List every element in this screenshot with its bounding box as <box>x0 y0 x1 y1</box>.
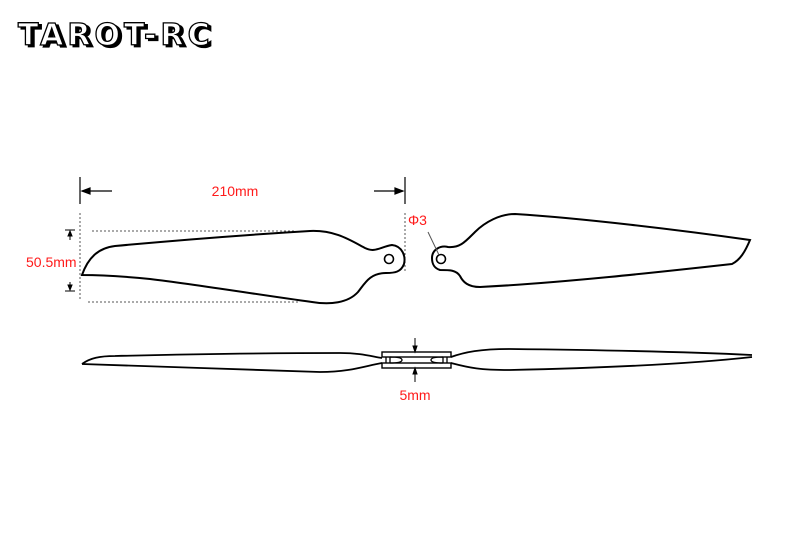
width-label: 50.5mm <box>26 254 77 270</box>
thickness-label: 5mm <box>399 387 430 403</box>
hole-diameter-label: Φ3 <box>408 212 427 228</box>
thickness-dimension <box>412 338 418 382</box>
right-blade-top-view <box>430 212 752 289</box>
hole-leader-line <box>427 231 440 256</box>
left-blade-top-view <box>80 229 406 305</box>
width-dimension <box>65 229 75 292</box>
guide-lines <box>79 213 406 303</box>
length-dimension <box>79 177 406 204</box>
propeller-side-view <box>81 348 753 373</box>
logo-text: TAROT-RC <box>18 18 214 53</box>
length-label: 210mm <box>212 183 259 199</box>
tarot-rc-logo: TAROT-RC <box>17 17 214 53</box>
